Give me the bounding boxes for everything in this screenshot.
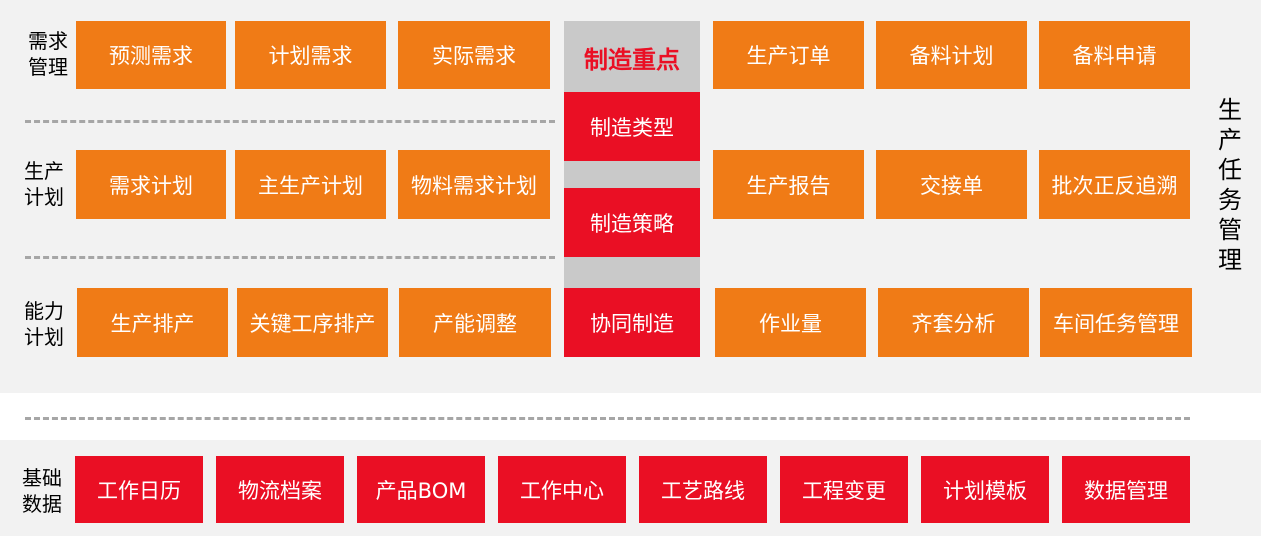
bottom-panel [0, 440, 1261, 536]
workshop-task-management-box[interactable]: 车间任务管理 [1040, 288, 1192, 357]
master-production-plan-box[interactable]: 主生产计划 [235, 150, 386, 219]
process-route-box[interactable]: 工艺路线 [639, 456, 767, 523]
separator-line [25, 120, 555, 123]
manufacturing-focus-title: 制造重点 [584, 46, 680, 74]
material-prep-request-box[interactable]: 备料申请 [1039, 21, 1190, 89]
capacity-label-line-1: 能力 [24, 299, 64, 323]
kitting-analysis-box[interactable]: 齐套分析 [878, 288, 1029, 357]
forecast-demand-box[interactable]: 预测需求 [76, 21, 226, 89]
production-task-management-label: 生 产 任 务 管 理 [1210, 95, 1250, 275]
manufacturing-type-box[interactable]: 制造类型 [564, 92, 700, 161]
production-order-box[interactable]: 生产订单 [713, 21, 864, 89]
material-requirements-plan-box[interactable]: 物料需求计划 [398, 150, 550, 219]
capacity-label-line-2: 计划 [24, 325, 64, 349]
production-report-box[interactable]: 生产报告 [713, 150, 864, 219]
separator-line [25, 417, 1190, 420]
production-plan-label: 生产 计划 [14, 158, 74, 210]
product-bom-box[interactable]: 产品BOM [357, 456, 485, 523]
base-label-line-1: 基础 [22, 466, 62, 490]
batch-traceability-box[interactable]: 批次正反追溯 [1039, 150, 1190, 219]
demand-label-line-2: 管理 [28, 55, 68, 79]
work-center-box[interactable]: 工作中心 [498, 456, 626, 523]
key-process-scheduling-box[interactable]: 关键工序排产 [237, 288, 388, 357]
demand-management-label: 需求 管理 [18, 28, 78, 80]
side-label-char: 理 [1218, 246, 1242, 274]
capacity-adjustment-box[interactable]: 产能调整 [399, 288, 551, 357]
engineering-change-box[interactable]: 工程变更 [780, 456, 908, 523]
demand-label-line-1: 需求 [28, 29, 68, 53]
collaborative-manufacturing-box[interactable]: 协同制造 [564, 288, 700, 357]
production-scheduling-box[interactable]: 生产排产 [77, 288, 228, 357]
side-label-char: 任 [1218, 156, 1242, 184]
separator-line [25, 256, 555, 259]
workload-box[interactable]: 作业量 [715, 288, 866, 357]
data-management-box[interactable]: 数据管理 [1062, 456, 1190, 523]
plan-label-line-2: 计划 [24, 185, 64, 209]
side-label-char: 产 [1218, 126, 1242, 154]
logistics-archive-box[interactable]: 物流档案 [216, 456, 344, 523]
actual-demand-box[interactable]: 实际需求 [398, 21, 550, 89]
side-label-char: 管 [1218, 216, 1242, 244]
side-label-char: 务 [1218, 186, 1242, 214]
planned-demand-box[interactable]: 计划需求 [235, 21, 386, 89]
base-data-label: 基础 数据 [12, 465, 72, 517]
side-label-char: 生 [1218, 96, 1242, 124]
work-calendar-box[interactable]: 工作日历 [75, 456, 203, 523]
handover-sheet-box[interactable]: 交接单 [876, 150, 1027, 219]
base-label-line-2: 数据 [22, 492, 62, 516]
manufacturing-strategy-box[interactable]: 制造策略 [564, 188, 700, 257]
demand-plan-box[interactable]: 需求计划 [76, 150, 226, 219]
material-prep-plan-box[interactable]: 备料计划 [876, 21, 1027, 89]
capacity-plan-label: 能力 计划 [14, 298, 74, 350]
plan-label-line-1: 生产 [24, 159, 64, 183]
plan-template-box[interactable]: 计划模板 [921, 456, 1049, 523]
